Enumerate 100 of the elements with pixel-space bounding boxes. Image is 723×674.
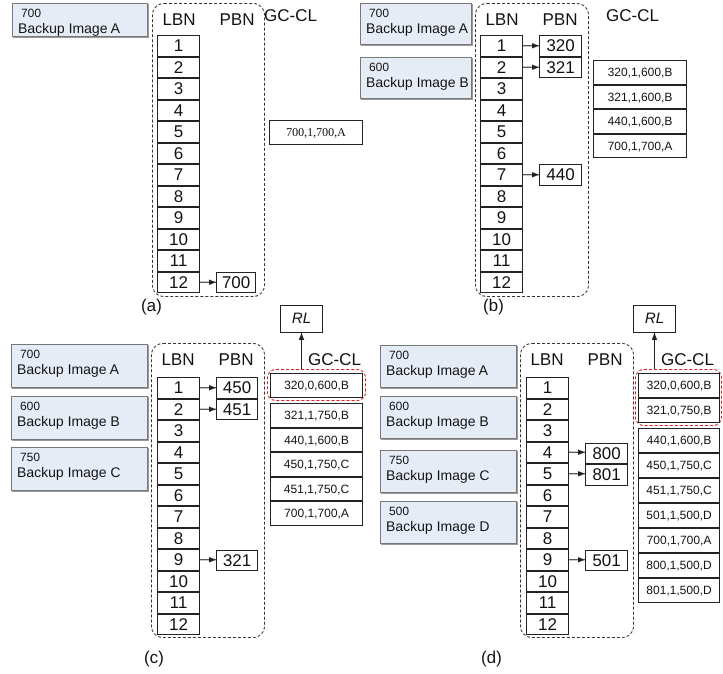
arrow (200, 406, 216, 412)
block-cell: 10 (526, 570, 569, 592)
column-header: GC-CL (606, 6, 659, 26)
rl-box: RL (280, 305, 323, 333)
block-cell: 5 (157, 463, 200, 484)
block-cell: 5 (480, 121, 523, 142)
block-box: 451 (216, 398, 258, 420)
list-entry: 700,1,700,A (638, 528, 720, 552)
list-entry: 321,0,750,B (638, 398, 720, 423)
block-cell: 8 (157, 528, 200, 549)
highlight-outline (635, 369, 722, 426)
block-cell: 10 (157, 570, 200, 592)
list-entry: 321,1,750,B (270, 403, 363, 428)
image-box (360, 3, 472, 45)
image-name: Backup Image C (386, 467, 490, 483)
list-entry: 320,0,600,B (638, 373, 720, 398)
block-box: 321 (539, 56, 582, 78)
list-entry: 700,1,700,A (593, 134, 687, 158)
list-entry: 451,1,750,C (270, 476, 363, 501)
image-box (380, 396, 517, 439)
block-cell: 3 (480, 78, 523, 100)
list-entry: 450,1,750,C (638, 453, 720, 478)
image-name: Backup Image B (366, 74, 469, 90)
block-cell: 7 (526, 506, 569, 528)
block-cell: 2 (157, 398, 200, 420)
block-cell: 10 (480, 228, 523, 250)
block-cell: 6 (157, 142, 200, 164)
arrow (568, 449, 586, 456)
list-entry: 700,1,700,A (270, 501, 363, 526)
size-number: 700 (21, 6, 42, 20)
size-number: 700 (369, 6, 390, 20)
arrow (200, 556, 216, 563)
block-cell: 1 (157, 35, 200, 56)
block-cell: 3 (157, 78, 200, 100)
block-cell: 8 (157, 186, 200, 207)
rl-box: RL (633, 305, 676, 333)
block-cell: 6 (480, 142, 523, 164)
size-number: 750 (20, 450, 40, 464)
arrow (298, 332, 304, 370)
list-entry: 501,1,500,D (638, 503, 720, 528)
image-box (11, 396, 148, 440)
block-cell: 10 (157, 228, 200, 250)
image-name: Backup Image A (366, 20, 468, 36)
block-cell: 11 (157, 250, 200, 272)
block-box: 440 (539, 164, 582, 186)
block-box: 700 (216, 272, 256, 293)
block-cell: 1 (480, 35, 523, 56)
list-entry: 440,1,600,B (270, 428, 363, 452)
block-cell: 12 (157, 272, 200, 293)
block-cell: 11 (526, 592, 569, 614)
arrow (522, 42, 540, 49)
block-box: 501 (585, 550, 628, 571)
block-box: 321 (216, 550, 258, 571)
arrow (568, 556, 586, 563)
column-header: LBN (160, 350, 196, 370)
block-cell: 9 (480, 207, 523, 228)
list-entry: 700,1,700,A (269, 120, 363, 145)
block-cell: 1 (157, 377, 200, 398)
list-entry: 450,1,750,C (270, 452, 363, 476)
list-entry: 320,0,600,B (270, 373, 363, 398)
list-entry: 321,1,600,B (593, 84, 687, 109)
block-box: 320 (539, 35, 582, 56)
block-cell: 6 (157, 484, 200, 506)
block-box: 450 (216, 377, 258, 398)
size-number: 600 (20, 399, 40, 413)
column-header: PBN (218, 350, 254, 370)
arrow (200, 384, 216, 391)
size-number: 700 (389, 348, 410, 362)
block-cell: 9 (157, 207, 200, 228)
block-cell: 8 (526, 528, 569, 549)
size-number: 750 (389, 453, 410, 467)
block-cell: 2 (480, 56, 523, 78)
dashed-region (520, 343, 634, 638)
column-header: PBN (542, 10, 578, 30)
column-header: LBN (529, 350, 565, 370)
panel-caption: (b) (483, 296, 504, 316)
image-box (11, 447, 148, 491)
list-entry: 320,1,600,B (593, 60, 687, 84)
block-cell: 9 (526, 549, 569, 570)
block-cell: 3 (526, 420, 569, 442)
block-cell: 1 (526, 377, 569, 398)
block-cell: 11 (157, 592, 200, 614)
block-cell: 12 (157, 614, 200, 635)
dashed-region (151, 343, 265, 638)
image-name: Backup Image D (386, 518, 490, 534)
image-box (380, 501, 517, 544)
column-header: LBN (484, 10, 520, 30)
image-name: Backup Image A (17, 361, 119, 377)
size-number: 500 (389, 504, 410, 518)
list-entry: 800,1,500,D (638, 553, 720, 578)
list-entry: 451,1,750,C (638, 478, 720, 502)
image-name: Backup Image A (386, 362, 488, 378)
image-box (12, 3, 148, 37)
block-cell: 7 (480, 164, 523, 186)
block-cell: 6 (526, 484, 569, 506)
block-cell: 2 (526, 398, 569, 420)
column-header: GC-CL (264, 6, 317, 26)
image-box (380, 450, 517, 493)
panel-caption: (d) (481, 648, 502, 668)
block-cell: 7 (157, 164, 200, 186)
